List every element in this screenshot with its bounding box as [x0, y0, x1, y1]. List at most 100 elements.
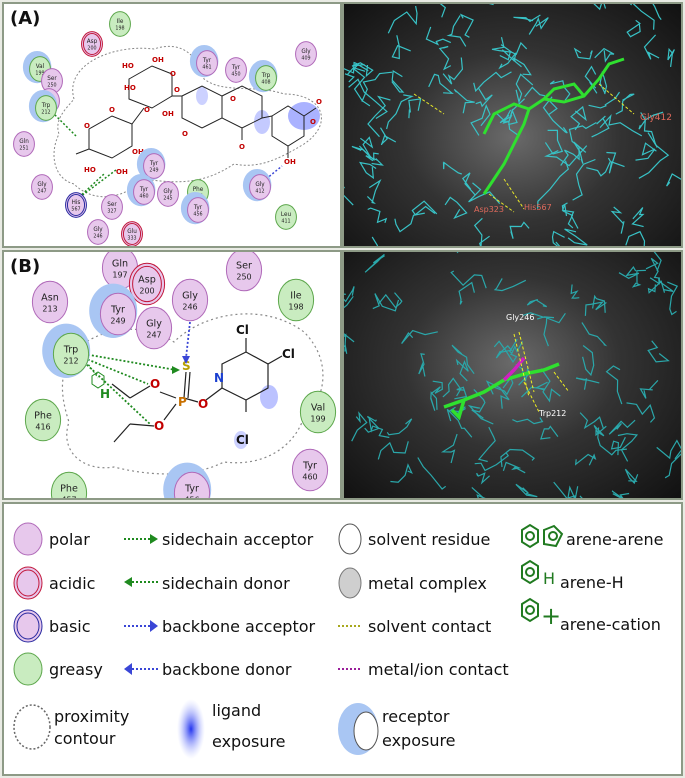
protein-stick: [471, 486, 486, 498]
arene-cation-glyph: +: [541, 602, 561, 630]
protein-stick: [451, 344, 475, 375]
protein-stick: [573, 141, 587, 164]
greasy-swatch: [13, 652, 43, 686]
legend-label: arene-cation: [560, 615, 661, 634]
residue-circle: [35, 95, 57, 121]
residue-name: Gly: [301, 49, 311, 55]
protein-stick: [495, 109, 512, 124]
protein-stick: [500, 448, 536, 468]
legend-solvent-contact: solvent contact: [338, 617, 491, 636]
protein-stick: [593, 424, 607, 437]
protein-stick: [581, 322, 608, 347]
protein-stick: [643, 34, 660, 60]
residue-circle: [187, 197, 209, 223]
protein-stick: [351, 62, 374, 78]
protein-stick: [477, 426, 496, 463]
residue-circle: [52, 332, 90, 376]
protein-stick: [446, 408, 473, 438]
residue-circle: [81, 31, 103, 57]
basic-swatch: [13, 609, 43, 643]
protein-stick: [608, 419, 636, 435]
atom-o: O: [154, 419, 164, 433]
residue-name: Phe: [193, 187, 204, 193]
legend-label: backbone acceptor: [162, 617, 316, 636]
protein-stick: [438, 45, 452, 71]
protein-stick: [379, 127, 397, 146]
protein-stick: [459, 13, 474, 38]
residue-name: Ile: [117, 19, 124, 25]
protein-stick: [442, 57, 464, 85]
residue-number: 199: [35, 71, 44, 77]
residue-name: Gly: [93, 227, 103, 233]
protein-stick: [615, 93, 635, 115]
protein-stick: [526, 299, 548, 308]
protein-stick: [594, 47, 615, 63]
panel-a-diagram: (A): [2, 2, 342, 248]
protein-stick: [455, 358, 469, 382]
panel-a-structure-svg: Gly412 Asp323 His567: [344, 4, 681, 246]
legend-label: greasy: [49, 660, 103, 679]
protein-stick: [453, 88, 475, 114]
residue-number: 198: [115, 26, 124, 32]
ligand-exposure: [260, 385, 278, 409]
residue-number: 249: [149, 168, 158, 174]
residue-number: 199: [310, 415, 325, 424]
protein-stick: [394, 212, 425, 233]
residue-ring: [122, 223, 142, 245]
protein-stick: [631, 207, 645, 228]
protein-stick: [610, 206, 625, 234]
residue-phe-457: Phe457: [50, 471, 88, 498]
residue-number: 412: [255, 189, 264, 195]
residue-name: Gln: [112, 258, 128, 269]
protein-stick: [667, 281, 679, 316]
residue-ring: [132, 265, 162, 303]
protein-stick: [591, 115, 610, 138]
ligand-b: [111, 338, 283, 443]
protein-stick: [512, 417, 544, 425]
protein-stick: [470, 104, 491, 136]
atom-o: O: [198, 397, 208, 411]
residue-ring: [66, 194, 86, 216]
legend-svg: polar acidic basic greasy sidechain acce…: [13, 522, 664, 759]
structure-label-gly412: Gly412: [640, 113, 672, 123]
protein-stick: [446, 15, 467, 47]
residue-number: 250: [236, 273, 251, 282]
protein-stick: [361, 71, 393, 102]
structure-label-his567: His567: [524, 203, 552, 212]
residue-number: 416: [35, 423, 50, 432]
residue-name: Tyr: [110, 304, 125, 315]
residue-number: 409: [301, 56, 310, 62]
protein-stick: [549, 80, 571, 101]
residue-number: 200: [139, 287, 154, 296]
protein-stick: [649, 277, 674, 292]
residue-circle: [291, 448, 329, 492]
protein-stick: [364, 415, 380, 433]
protein-stick: [473, 71, 512, 93]
protein-stick: [564, 228, 588, 246]
atom-label: O: [84, 122, 90, 130]
residue-name: Ile: [290, 290, 301, 301]
legend-arene-cation: + arene-cation: [521, 597, 661, 634]
protein-stick: [573, 47, 593, 60]
residue-number: 567: [71, 207, 80, 213]
residue-circle: [135, 306, 173, 350]
panel-b-svg: Cl Cl Cl N S P O O O H Gln: [24, 252, 337, 498]
protein-stick: [428, 73, 454, 95]
residue-name: Ser: [47, 76, 57, 82]
panel-b-structure: Gly246 Trp212: [342, 250, 683, 500]
legend-label-line2: contour: [54, 729, 116, 748]
sidechain-acceptor-line: [83, 353, 177, 371]
residue-number: 246: [182, 303, 197, 312]
ligand-a: [75, 65, 317, 159]
protein-stick: [618, 266, 640, 279]
residue-number: 200: [87, 46, 96, 52]
protein-stick: [528, 16, 549, 35]
protein-stick: [624, 468, 639, 485]
protein-stick: [499, 41, 528, 61]
